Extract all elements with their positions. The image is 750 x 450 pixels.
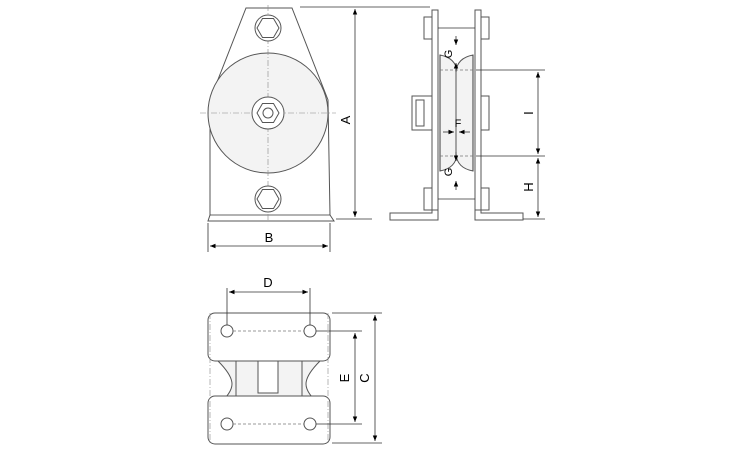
bottom-plate	[207, 395, 331, 445]
top-nut-icon	[256, 18, 280, 38]
dimension-e: E	[316, 330, 362, 425]
side-view	[389, 9, 524, 221]
dimension-i: I	[476, 69, 545, 157]
front-view	[200, 5, 336, 222]
dimension-a: A	[300, 6, 430, 220]
dim-label-e: E	[337, 373, 352, 382]
dim-label-g-top: G	[443, 50, 455, 59]
dim-label-i: I	[521, 111, 536, 115]
right-side-plate	[474, 9, 482, 211]
dimension-g-top: G	[443, 36, 459, 72]
dimension-c: C	[332, 312, 382, 444]
axle-top	[257, 360, 279, 394]
dim-label-a: A	[338, 115, 353, 124]
dim-label-d: D	[263, 275, 272, 290]
dim-label-f: F	[455, 118, 462, 130]
dimension-b: B	[207, 223, 331, 252]
bottom-nut-icon	[256, 189, 280, 209]
dimension-h: H	[521, 158, 545, 220]
dim-label-b: B	[265, 230, 274, 245]
top-view	[207, 312, 331, 445]
dim-label-h: H	[521, 182, 536, 191]
dim-label-c: C	[357, 373, 372, 382]
dimension-f: F	[443, 118, 470, 135]
dim-label-g-bottom: G	[443, 168, 455, 177]
sheave-side	[439, 54, 458, 172]
left-side-plate	[431, 9, 439, 211]
dimension-g-bottom: G	[443, 152, 459, 190]
dimension-d: D	[226, 275, 311, 325]
